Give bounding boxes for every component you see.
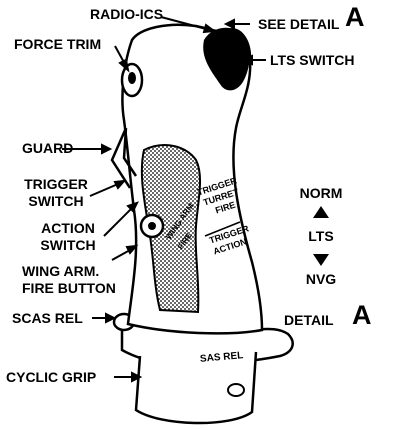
label-trigger-switch-2: SWITCH bbox=[28, 193, 84, 209]
label-see-detail-letter: A bbox=[345, 2, 365, 32]
detail-norm: NORM bbox=[299, 185, 343, 201]
face-divider bbox=[204, 221, 241, 237]
action-switch-center bbox=[148, 222, 156, 230]
detail-title: DETAIL bbox=[284, 312, 334, 328]
detail-nvg: NVG bbox=[305, 271, 337, 287]
trigger-guard bbox=[110, 127, 138, 189]
detail-lts: LTS bbox=[308, 228, 334, 244]
label-action-switch-2: SWITCH bbox=[40, 237, 96, 253]
detail-letter: A bbox=[352, 300, 372, 330]
label-radio-ics: RADIO-ICS bbox=[90, 6, 164, 22]
label-wing-arm-1: WING ARM. bbox=[22, 263, 100, 279]
grip-base-cylinder bbox=[134, 351, 258, 425]
lts-down-arrow bbox=[313, 254, 329, 266]
leader-lines bbox=[62, 16, 266, 383]
label-cyclic-grip: CYCLIC GRIP bbox=[6, 369, 97, 385]
label-scas-rel: SCAS REL bbox=[12, 310, 83, 326]
label-action-switch-1: ACTION bbox=[41, 220, 95, 236]
label-force-trim: FORCE TRIM bbox=[14, 36, 102, 52]
lts-up-arrow bbox=[313, 206, 329, 218]
base-hole bbox=[227, 383, 245, 397]
label-wing-arm-2: FIRE BUTTON bbox=[22, 280, 116, 296]
label-lts-switch: LTS SWITCH bbox=[270, 52, 355, 68]
label-see-detail: SEE DETAIL bbox=[258, 16, 340, 32]
radio-ics-switch bbox=[212, 29, 240, 47]
label-trigger-switch-1: TRIGGER bbox=[24, 176, 88, 192]
force-trim-button-center bbox=[128, 72, 136, 84]
label-guard: GUARD bbox=[22, 140, 74, 156]
